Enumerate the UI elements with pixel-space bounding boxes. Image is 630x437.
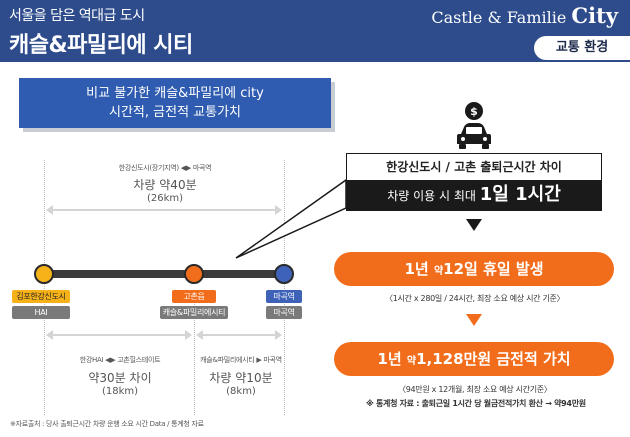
intro-line1: 비교 불가한 캐슬&파밀리에 city [86,86,264,101]
route-left-caption: 한강HAI ◀▶ 고촌힐스테이트 [79,356,161,364]
station-label-gimpo: 김포한강신도시 [12,290,70,303]
triangle-down-icon [466,219,482,231]
station-sub-gochon: 캐슬&파밀리에시티 [160,306,228,319]
compare-box: 한강신도시 / 고촌 출퇴근시간 차이 차량 이용 시 최대 1일 1시간 [346,153,602,211]
money-note-1: 〈94만원 x 12개월, 최장 소요 예상 시간기준〉 [398,385,552,394]
route-right-caption: 캐슬&파밀리에시티 ▶ 마곡역 [200,356,282,364]
source-note: ※자료출처 : 당사 출퇴근시간 차량 운행 소요 시간 Data / 통계청 … [10,420,204,428]
header-title: 캐슬&파밀리에 시티 [9,33,193,58]
route-right-time: 차량 약10분 [209,371,273,385]
route-left-time: 약30분 차이 [88,371,152,385]
station-sub-magok: 마곡역 [266,306,302,319]
route-left-distance: (18km) [101,386,139,397]
intro-line2: 시간적, 금전적 교통가치 [109,105,241,120]
triangle-down-icon [466,314,482,326]
guide-line [44,160,45,415]
brand-logo: Castle & Familie City [431,3,618,28]
intro-box: 비교 불가한 캐슬&파밀리에 city 시간적, 금전적 교통가치 [19,78,331,128]
holiday-pill: 1년 약12일 휴일 발생 [334,252,614,286]
station-dot-magok [274,264,294,284]
guide-line [284,160,285,415]
money-note-2: ※ 통계청 자료 : 출퇴근일 1시간 당 월금전적가치 환산 → 약94만원 [366,399,586,408]
route-right-arrow [196,330,282,340]
svg-text:$: $ [470,105,478,118]
coin-icon: $ [465,102,483,120]
route-top-caption: 한강신도시(장기지역) ◀▶ 마곡역 [118,164,212,172]
route-top-distance: (26km) [146,193,184,204]
route-right-distance: (8km) [226,386,256,397]
station-label-magok: 마곡역 [266,290,302,303]
station-dot-gochon [184,264,204,284]
header-subtitle: 서울을 담은 역대급 도시 [9,8,145,24]
money-pill: 1년 약1,128만원 금전적 가치 [334,342,614,376]
route-left-arrow [46,330,192,340]
holiday-note: 〈1시간 x 280일 / 24시간, 최장 소요 예상 시간 기준〉 [385,294,565,303]
route-top-time: 차량 약40분 [133,178,197,192]
compare-body: 차량 이용 시 최대 1일 1시간 [347,180,601,210]
route-top-arrow [46,205,282,215]
station-dot-gimpo [34,264,54,284]
header-bar: 서울을 담은 역대급 도시 캐슬&파밀리에 시티 Castle & Famili… [0,0,630,62]
route-line [44,270,284,278]
station-sub-gimpo: HAI [12,306,70,319]
section-tag: 교통 환경 [532,34,630,62]
station-label-gochon: 고촌읍 [172,290,216,303]
guide-line [194,300,195,415]
car-icon [457,123,491,149]
compare-head: 한강신도시 / 고촌 출퇴근시간 차이 [347,154,601,180]
